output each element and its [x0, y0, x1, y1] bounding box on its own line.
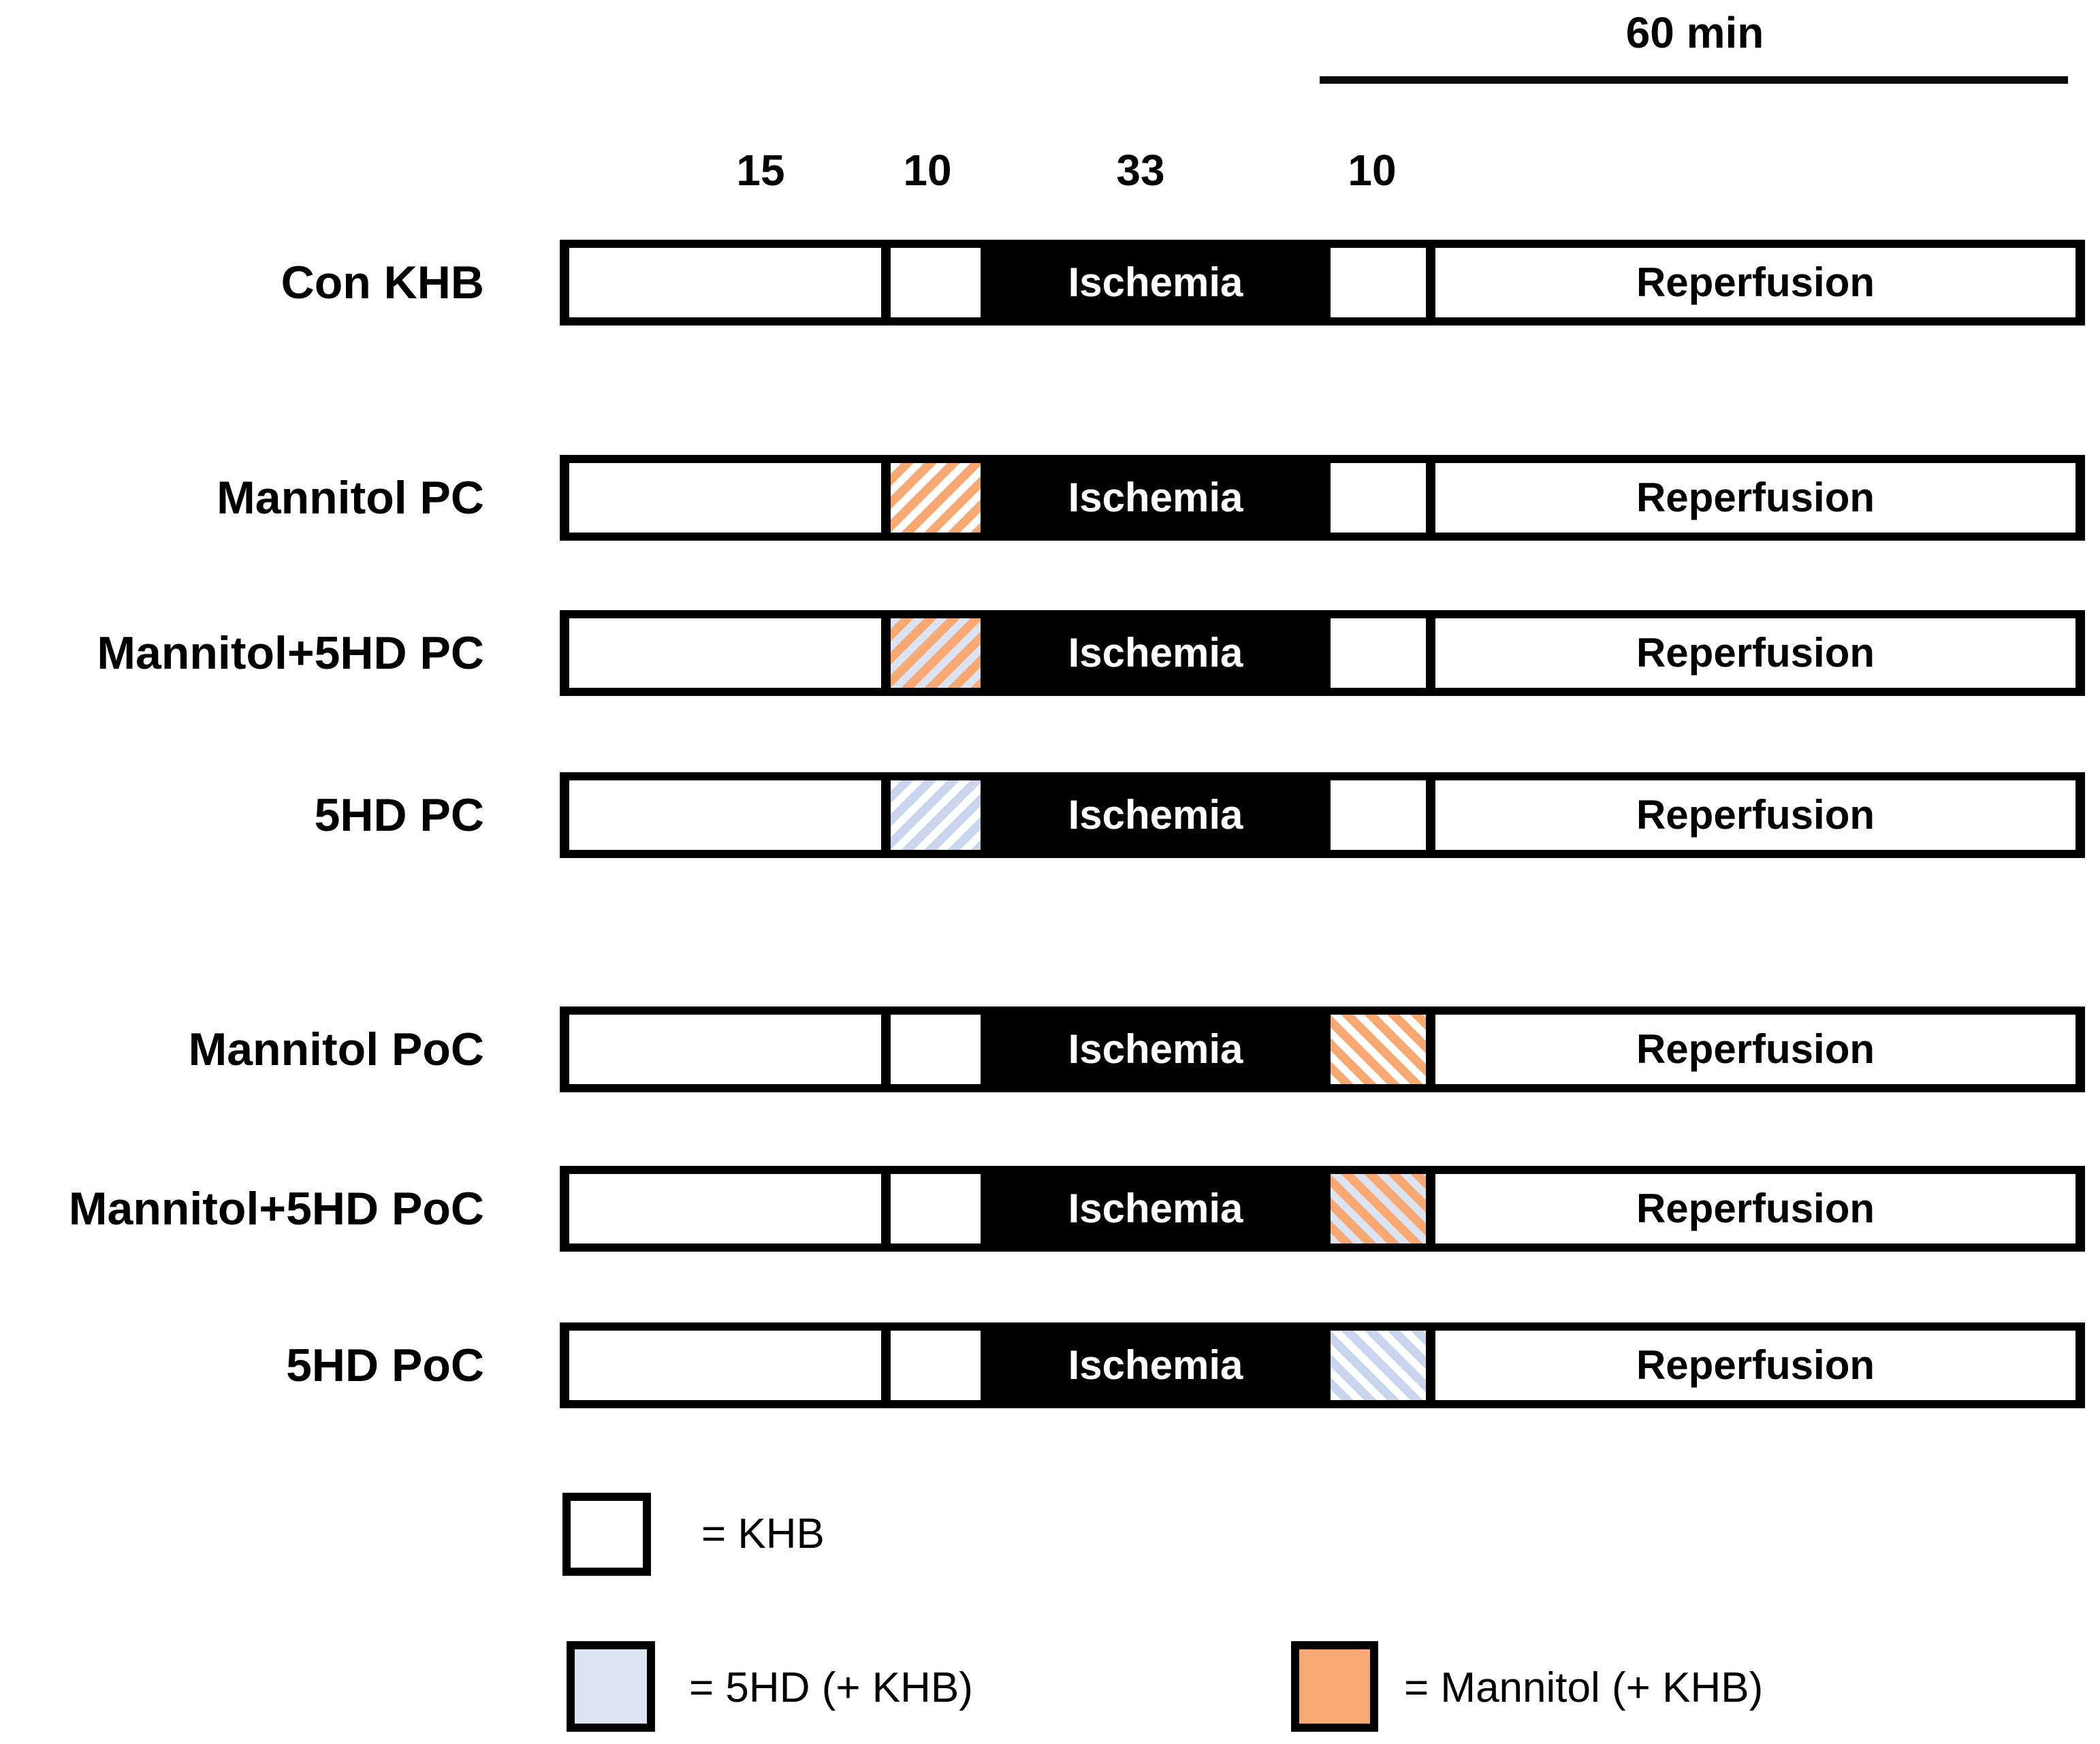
reperfusion-segment: Reperfusion	[1435, 618, 2075, 688]
ischemia-label: Ischemia	[1068, 475, 1243, 520]
pre-ischemia-segment	[891, 1174, 981, 1243]
protocol-bar: Ischemia Reperfusion	[560, 1006, 2085, 1092]
stabilization-segment	[569, 618, 881, 688]
legend-swatch-mannitol	[1291, 1641, 1378, 1732]
time-label-pretreatment: 10	[903, 146, 952, 195]
reperfusion-segment: Reperfusion	[1435, 780, 2075, 850]
protocol-row: Mannitol PoC Ischemia Reperfusion	[0, 1006, 2100, 1092]
reperfusion-label: Reperfusion	[1636, 259, 1875, 305]
protocol-row: 5HD PC Ischemia Reperfusion	[0, 772, 2100, 858]
ischemia-label: Ischemia	[1068, 259, 1243, 305]
protocol-bar: Ischemia Reperfusion	[560, 610, 2085, 696]
reperfusion-label: Reperfusion	[1636, 1186, 1875, 1231]
protocol-row: Con KHB Ischemia Reperfusion	[0, 240, 2100, 326]
reperfusion-label: Reperfusion	[1636, 792, 1875, 838]
post-ischemia-segment	[1331, 780, 1426, 850]
stabilization-segment	[569, 463, 881, 533]
ischemia-segment: Ischemia	[981, 1322, 1331, 1408]
post-ischemia-segment	[1331, 1015, 1426, 1084]
time-label-stabilization: 15	[736, 146, 785, 195]
post-ischemia-segment	[1331, 248, 1426, 317]
row-label: Mannitol+5HD PC	[97, 627, 484, 679]
legend-swatch-5hd	[567, 1641, 655, 1732]
reperfusion-label: Reperfusion	[1636, 475, 1875, 520]
protocol-bar: Ischemia Reperfusion	[560, 1166, 2085, 1252]
ischemia-segment: Ischemia	[981, 1166, 1331, 1252]
reperfusion-segment: Reperfusion	[1435, 248, 2075, 317]
pre-ischemia-segment	[891, 463, 981, 533]
protocol-bar: Ischemia Reperfusion	[560, 455, 2085, 541]
ischemia-segment: Ischemia	[981, 772, 1331, 858]
duration-line	[1320, 76, 2068, 84]
ischemia-segment: Ischemia	[981, 1006, 1331, 1092]
reperfusion-segment: Reperfusion	[1435, 1174, 2075, 1243]
ischemia-segment: Ischemia	[981, 455, 1331, 541]
row-label: 5HD PC	[314, 789, 484, 841]
protocol-row: Mannitol+5HD PC Ischemia Reperfusion	[0, 610, 2100, 696]
legend-label-khb: = KHB	[701, 1510, 825, 1557]
legend-label-mannitol: = Mannitol (+ KHB)	[1404, 1664, 1764, 1711]
stabilization-segment	[569, 1331, 881, 1400]
protocol-row: Mannitol+5HD PoC Ischemia Reperfusion	[0, 1166, 2100, 1252]
protocol-row: 5HD PoC Ischemia Reperfusion	[0, 1322, 2100, 1408]
reperfusion-label: Reperfusion	[1636, 1026, 1875, 1072]
row-label: Con KHB	[281, 257, 484, 308]
row-label: 5HD PoC	[286, 1339, 484, 1391]
reperfusion-label: Reperfusion	[1636, 1342, 1875, 1388]
pre-ischemia-segment	[891, 618, 981, 688]
reperfusion-label: Reperfusion	[1636, 630, 1875, 676]
ischemia-label: Ischemia	[1068, 1186, 1243, 1231]
ischemia-label: Ischemia	[1068, 1026, 1243, 1072]
pre-ischemia-segment	[891, 248, 981, 317]
ischemia-label: Ischemia	[1068, 792, 1243, 838]
ischemia-segment: Ischemia	[981, 610, 1331, 696]
reperfusion-segment: Reperfusion	[1435, 1015, 2075, 1084]
protocol-bar: Ischemia Reperfusion	[560, 772, 2085, 858]
reperfusion-segment: Reperfusion	[1435, 1331, 2075, 1400]
protocol-row: Mannitol PC Ischemia Reperfusion	[0, 455, 2100, 541]
ischemia-label: Ischemia	[1068, 1342, 1243, 1388]
post-ischemia-segment	[1331, 618, 1426, 688]
time-label-posttreatment: 10	[1348, 146, 1397, 195]
pre-ischemia-segment	[891, 1015, 981, 1084]
protocol-bar: Ischemia Reperfusion	[560, 1322, 2085, 1408]
post-ischemia-segment	[1331, 1331, 1426, 1400]
stabilization-segment	[569, 1015, 881, 1084]
row-label: Mannitol+5HD PoC	[68, 1183, 484, 1235]
duration-label: 60 min	[1625, 8, 1764, 57]
pre-ischemia-segment	[891, 780, 981, 850]
protocol-bar: Ischemia Reperfusion	[560, 240, 2085, 326]
reperfusion-segment: Reperfusion	[1435, 463, 2075, 533]
time-label-ischemia: 33	[1116, 146, 1165, 195]
ischemia-label: Ischemia	[1068, 630, 1243, 676]
stabilization-segment	[569, 1174, 881, 1243]
stabilization-segment	[569, 780, 881, 850]
legend-swatch-khb	[562, 1493, 651, 1576]
post-ischemia-segment	[1331, 463, 1426, 533]
row-label: Mannitol PoC	[188, 1024, 484, 1075]
pre-ischemia-segment	[891, 1331, 981, 1400]
ischemia-segment: Ischemia	[981, 240, 1331, 326]
row-label: Mannitol PC	[217, 472, 484, 524]
post-ischemia-segment	[1331, 1174, 1426, 1243]
stabilization-segment	[569, 248, 881, 317]
legend-label-5hd: = 5HD (+ KHB)	[689, 1664, 973, 1711]
